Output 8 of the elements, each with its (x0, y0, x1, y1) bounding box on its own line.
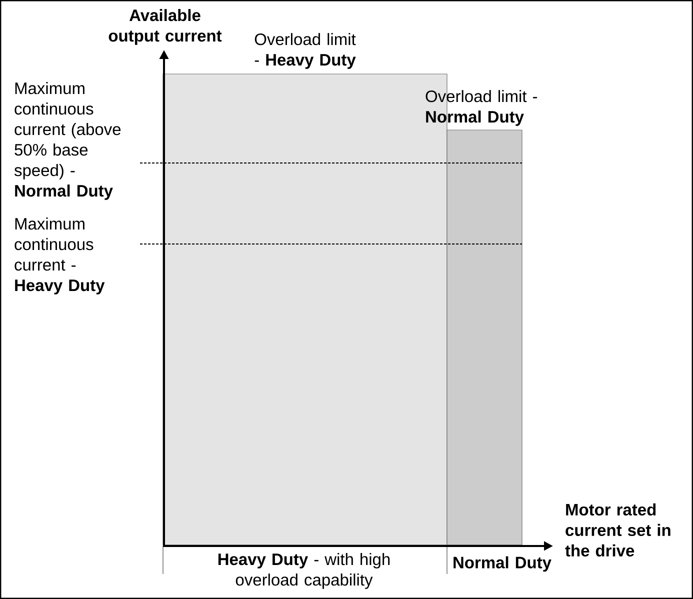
axis-label: Available output current (108, 9, 222, 45)
region-heading: Overload limit - Normal Duty (426, 90, 538, 126)
region-heading: Overload limit - Heavy Duty (254, 33, 356, 69)
side-label: Maximum continuous current - Heavy Duty (14, 218, 105, 294)
region-caption: Normal Duty (454, 556, 552, 572)
axis-label: Motor rated current set in the drive (565, 503, 670, 557)
side-label: Maximum continuous current (above 50% base speed) - Normal Duty (14, 82, 121, 200)
shaded-region (446, 130, 522, 546)
